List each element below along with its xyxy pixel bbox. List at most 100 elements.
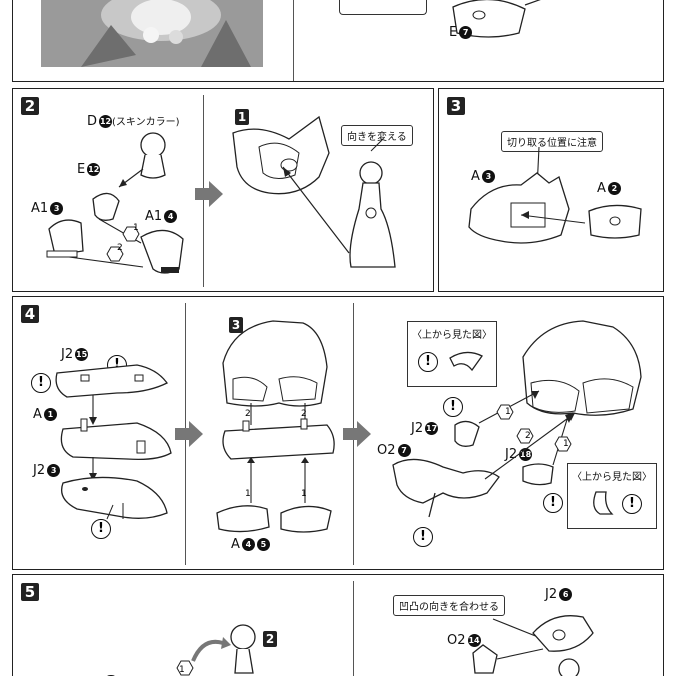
label-e7-text: E — [449, 25, 458, 40]
step5-right-drawing — [472, 615, 594, 676]
top-view-part-1 — [449, 351, 483, 372]
step2-assembly-drawing — [232, 115, 396, 268]
label-d12-text: D — [87, 114, 98, 129]
warning-icon: ! — [622, 494, 642, 514]
hex-2-step2: 2 — [117, 243, 123, 253]
label-d12-note: (スキンカラー) — [112, 117, 180, 128]
top-view-part-2 — [593, 491, 614, 515]
label-a3-num: 3 — [481, 170, 495, 183]
step3-assembly-drawing — [468, 146, 642, 244]
hex-2-right: 2 — [525, 431, 531, 441]
step4-left-parts-drawing — [55, 364, 172, 520]
warning-icon: ! — [443, 397, 463, 417]
warning-icon: ! — [31, 373, 51, 393]
step2-parts-drawing — [46, 132, 184, 274]
step5-divider — [353, 581, 355, 676]
label-a1-4-text: A1 — [145, 209, 163, 224]
top-view-box-1: 〈上から見た図〉 ! — [407, 321, 497, 387]
top-view-box-2: 〈上から見た図〉 ! — [567, 463, 657, 529]
step4-substep-number: 3 — [229, 317, 243, 333]
hex-1-mid-left: 1 — [245, 489, 251, 499]
step5-left-drawing — [176, 624, 256, 676]
label-a4-num: 4 — [241, 538, 255, 551]
label-o2-14-num: 14 — [467, 634, 481, 647]
label-a1-text: A — [33, 407, 42, 422]
step2-substep-number: 1 — [235, 109, 249, 125]
figure-photo-art — [41, 0, 263, 67]
step4-number: 4 — [21, 305, 39, 323]
label-d12-num: 12 — [99, 115, 113, 128]
label-a1-3-num: 3 — [50, 202, 64, 215]
label-e12-text: E — [77, 162, 86, 177]
warning-icon: ! — [418, 352, 438, 372]
step3-number: 3 — [447, 97, 465, 115]
step5-number: 5 — [21, 583, 39, 601]
step5-substep-number: 2 — [263, 631, 277, 647]
label-j2-6-num: 6 — [559, 588, 573, 601]
callout-box-partial — [339, 0, 427, 15]
label-a2-text: A — [597, 181, 606, 196]
label-a2-num: 2 — [607, 182, 621, 195]
label-e7-num: 7 — [459, 26, 473, 39]
label-j2-3-num: 3 — [47, 464, 61, 477]
label-a1-num: 1 — [43, 408, 57, 421]
step-arrow-icon — [343, 421, 371, 447]
label-a5-num: 5 — [256, 538, 270, 551]
label-o2-14-text: O2 — [447, 633, 466, 648]
top-view-label-2: 〈上から見た図〉 — [572, 472, 652, 483]
label-a1-4-num: 4 — [164, 210, 178, 223]
label-j2-15-text: J2 — [61, 347, 74, 362]
step1-divider — [293, 0, 295, 81]
label-j2-6-text: J2 — [545, 587, 558, 602]
hex-1-step5: 1 — [179, 665, 185, 675]
label-a1-3-text: A1 — [31, 201, 49, 216]
figure-photo — [41, 0, 263, 67]
hex-2-mid-right: 2 — [301, 409, 307, 419]
step5-callout: 凹凸の向きを合わせる — [393, 595, 505, 616]
label-o2-7-text: O2 — [377, 443, 396, 458]
part-e7-drawing — [452, 0, 541, 38]
step2-number: 2 — [21, 97, 39, 115]
label-e12-num: 12 — [87, 163, 101, 176]
step-arrow-icon — [195, 181, 223, 207]
step3-callout: 切り取る位置に注意 — [501, 131, 603, 152]
warning-icon: ! — [413, 527, 433, 547]
step-arrow-icon — [175, 421, 203, 447]
hex-1-right-b: 1 — [563, 439, 569, 449]
label-j2-17-num: 17 — [425, 422, 439, 435]
label-o2-7-num: 7 — [397, 444, 411, 457]
hex-2-mid-left: 2 — [245, 409, 251, 419]
warning-icon: ! — [543, 493, 563, 513]
label-a4-5-text: A — [231, 537, 240, 552]
step4-middle-assembly-drawing — [216, 320, 335, 533]
label-j2-17-text: J2 — [411, 421, 424, 436]
label-j2-3-text: J2 — [33, 463, 46, 478]
label-a3-text: A — [471, 169, 480, 184]
step4-right-assembly-drawing — [392, 320, 642, 518]
label-j2-15-num: 15 — [75, 348, 89, 361]
top-view-label-1: 〈上から見た図〉 — [412, 330, 492, 341]
hex-1-right-a: 1 — [505, 407, 511, 417]
hex-1-mid-right: 1 — [301, 489, 307, 499]
warning-icon: ! — [91, 519, 111, 539]
